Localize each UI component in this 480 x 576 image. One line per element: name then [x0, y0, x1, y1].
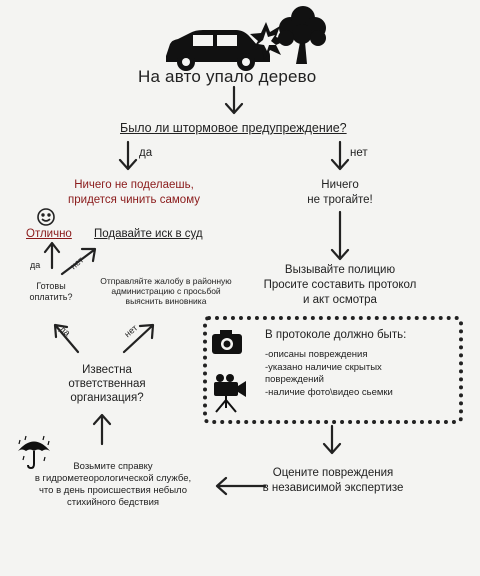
- complaint-line2: администрацию с просьбой: [111, 286, 221, 296]
- org-line1: Известна: [82, 364, 132, 376]
- ok-label: Отлично: [26, 228, 72, 240]
- arrow-title-question: [224, 85, 244, 115]
- complaint-line1: Отправляйте жалобу в районную: [100, 276, 232, 286]
- protocol-title: В протоколе должно быть:: [265, 329, 407, 341]
- org-line3: организация?: [70, 392, 144, 404]
- police-line2: Просите составить протокол: [263, 279, 417, 291]
- certificate-line1: Возьмите справку: [73, 461, 153, 472]
- video-camera-icon: [214, 374, 246, 413]
- right-result: Ничего не трогайте!: [290, 178, 390, 208]
- organization-question: Известна ответственная организация?: [52, 363, 162, 405]
- sue-label: Подавайте иск в суд: [94, 228, 203, 240]
- arrow-org-no: [122, 323, 155, 354]
- arrow-to-organization: [92, 413, 112, 446]
- right-result-line2: не трогайте!: [307, 194, 373, 206]
- arrow-to-police: [330, 210, 350, 261]
- tree-icon: [278, 6, 326, 64]
- assess-damage: Оцените повреждения в независимой экспер…: [258, 466, 408, 496]
- protocol-box: [203, 316, 463, 424]
- ready-pay-line2: оплатить?: [29, 292, 73, 302]
- org-line2: ответственная: [68, 378, 146, 390]
- protocol-item: -наличие фото\видео сьемки: [265, 386, 393, 398]
- certificate-line3: что в день происшествия небыло: [38, 485, 187, 496]
- car-icon: [166, 30, 270, 71]
- smiley-icon: [37, 208, 55, 226]
- right-result-line1: Ничего: [321, 179, 359, 191]
- arrow-org-yes: [53, 323, 80, 354]
- branch-no-label: нет: [350, 147, 368, 159]
- complaint-line3: выяснить виновника: [125, 296, 207, 306]
- police-instructions: Вызывайте полицию Просите составить прот…: [255, 263, 425, 308]
- police-line3: и акт осмотра: [303, 294, 377, 306]
- umbrella-icon: [18, 435, 50, 470]
- protocol-item: повреждений: [265, 374, 324, 385]
- left-result-line1: Ничего не поделаешь,: [74, 179, 194, 191]
- branch-yes-label: да: [139, 147, 153, 159]
- protocol-item: -указано наличие скрытых: [265, 361, 382, 373]
- protocol-item: -описаны повреждения: [265, 349, 368, 360]
- branch-yes-pay: да: [30, 260, 41, 270]
- arrow-to-certificate: [215, 476, 267, 496]
- arrow-pay-no: [60, 247, 97, 276]
- arrow-to-assess: [322, 424, 342, 455]
- arrow-pay-yes: [43, 241, 61, 270]
- ready-pay-question: Готовы оплатить?: [26, 281, 76, 303]
- left-result-line2: придется чинить самому: [68, 194, 200, 206]
- complaint-note: Отправляйте жалобу в районную администра…: [96, 276, 236, 306]
- certificate-line4: стихийного бедствия: [66, 497, 160, 508]
- question-storm: Было ли штормовое предупреждение?: [120, 121, 347, 135]
- certificate-note: Возьмите справку в гидрометеорологическо…: [18, 461, 208, 509]
- arrow-no: [330, 140, 350, 171]
- police-line1: Вызывайте полицию: [284, 264, 396, 276]
- page-title: На авто упало дерево: [138, 67, 317, 86]
- crash-icon: [250, 22, 287, 60]
- arrow-yes: [118, 140, 138, 171]
- assess-line1: Оцените повреждения: [272, 467, 394, 479]
- left-result: Ничего не поделаешь, придется чинить сам…: [54, 178, 214, 208]
- assess-line2: в независимой экспертизе: [262, 482, 404, 494]
- ready-pay-line1: Готовы: [36, 281, 66, 291]
- camera-icon: [212, 330, 242, 354]
- protocol-list: -описаны повреждения -указано наличие ск…: [265, 349, 393, 399]
- certificate-line2: в гидрометеорологической службе,: [34, 473, 192, 484]
